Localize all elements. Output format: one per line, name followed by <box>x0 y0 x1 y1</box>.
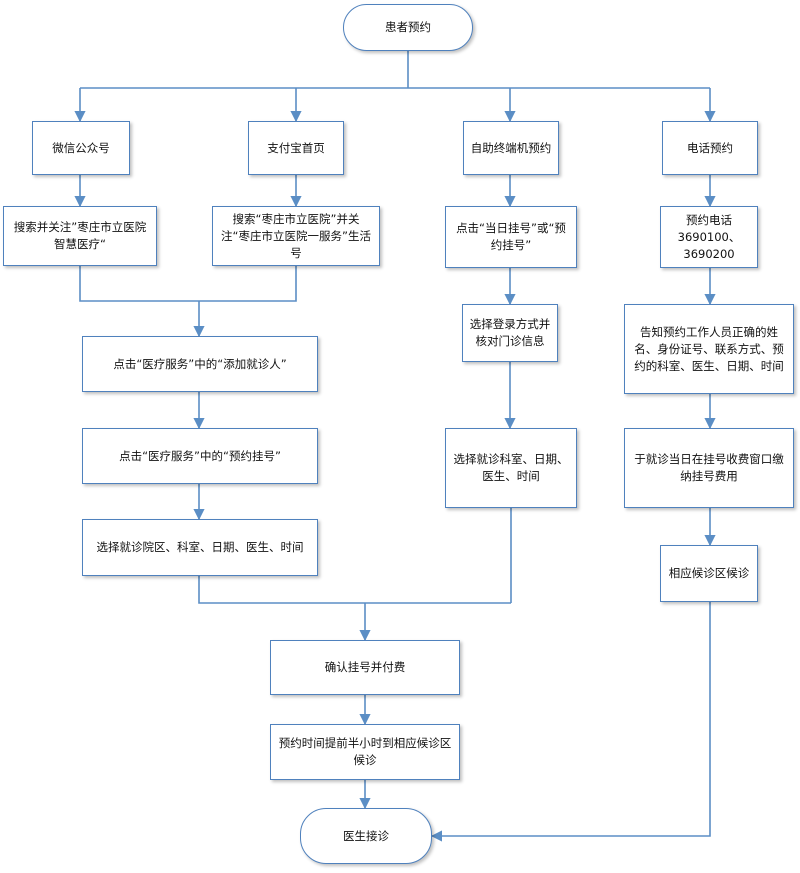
choose-campus-node: 选择就诊院区、科室、日期、医生、时间 <box>82 519 318 576</box>
confirm-pay-label: 确认挂号并付费 <box>324 660 406 674</box>
phone-wait-node: 相应候诊区候诊 <box>660 545 758 602</box>
add-patient-label: 点击“医疗服务”中的“添加就诊人” <box>113 356 287 371</box>
start-node: 患者预约 <box>343 4 473 51</box>
kiosk-choose-label: 选择就诊科室、日期、医生、时间 <box>453 452 569 483</box>
kiosk-node: 自助终端机预约 <box>463 121 559 175</box>
phone-label: 电话预约 <box>687 140 733 155</box>
phone-numbers-label: 预约电话3690100、3690200 <box>677 212 741 261</box>
phone-numbers-node: 预约电话3690100、3690200 <box>660 206 758 268</box>
arrive-early-label: 预约时间提前半小时到相应候诊区候诊 <box>278 736 452 767</box>
kiosk-login-label: 选择登录方式并核对门诊信息 <box>469 317 551 348</box>
phone-node: 电话预约 <box>662 121 758 175</box>
connector-merge-confirm <box>198 576 511 604</box>
arrive-early-node: 预约时间提前半小时到相应候诊区候诊 <box>270 724 460 780</box>
kiosk-click-label: 点击“当日挂号”或“预约挂号” <box>456 221 566 252</box>
connector-merge-online <box>79 266 297 302</box>
kiosk-choose-node: 选择就诊科室、日期、医生、时间 <box>445 428 577 508</box>
alipay-search-label: 搜索“枣庄市立医院”并关注“枣庄市立医院一服务”生活号 <box>221 211 371 260</box>
end-node: 医生接诊 <box>300 808 432 864</box>
wechat-search-node: 搜索并关注”枣庄市立医院智慧医疗“ <box>3 206 157 266</box>
add-patient-node: 点击“医疗服务”中的“添加就诊人” <box>82 336 318 392</box>
phone-wait-label: 相应候诊区候诊 <box>668 566 750 580</box>
phone-pay-label: 于就诊当日在挂号收费窗口缴纳挂号费用 <box>634 452 784 483</box>
wechat-search-label: 搜索并关注”枣庄市立医院智慧医疗“ <box>13 220 147 251</box>
phone-pay-node: 于就诊当日在挂号收费窗口缴纳挂号费用 <box>624 428 794 508</box>
book-register-node: 点击“医疗服务”中的“预约挂号” <box>82 428 318 484</box>
wechat-label: 微信公众号 <box>52 140 110 155</box>
phone-tell-label: 告知预约工作人员正确的姓名、身份证号、联系方式、预约的科室、医生、日期、时间 <box>634 324 784 373</box>
arrow-phone-to-doctor <box>430 602 711 842</box>
wechat-node: 微信公众号 <box>32 121 130 175</box>
confirm-pay-node: 确认挂号并付费 <box>270 640 460 695</box>
start-label: 患者预约 <box>385 20 431 34</box>
choose-campus-label: 选择就诊院区、科室、日期、医生、时间 <box>96 540 304 554</box>
alipay-search-node: 搜索“枣庄市立医院”并关注“枣庄市立医院一服务”生活号 <box>212 206 380 266</box>
end-label: 医生接诊 <box>343 828 389 843</box>
kiosk-label: 自助终端机预约 <box>470 140 552 155</box>
kiosk-click-node: 点击“当日挂号”或“预约挂号” <box>445 206 577 268</box>
alipay-node: 支付宝首页 <box>248 121 344 175</box>
phone-tell-node: 告知预约工作人员正确的姓名、身份证号、联系方式、预约的科室、医生、日期、时间 <box>624 304 794 394</box>
book-register-label: 点击“医疗服务”中的“预约挂号” <box>119 448 281 463</box>
kiosk-login-node: 选择登录方式并核对门诊信息 <box>462 304 558 362</box>
alipay-label: 支付宝首页 <box>267 140 325 155</box>
